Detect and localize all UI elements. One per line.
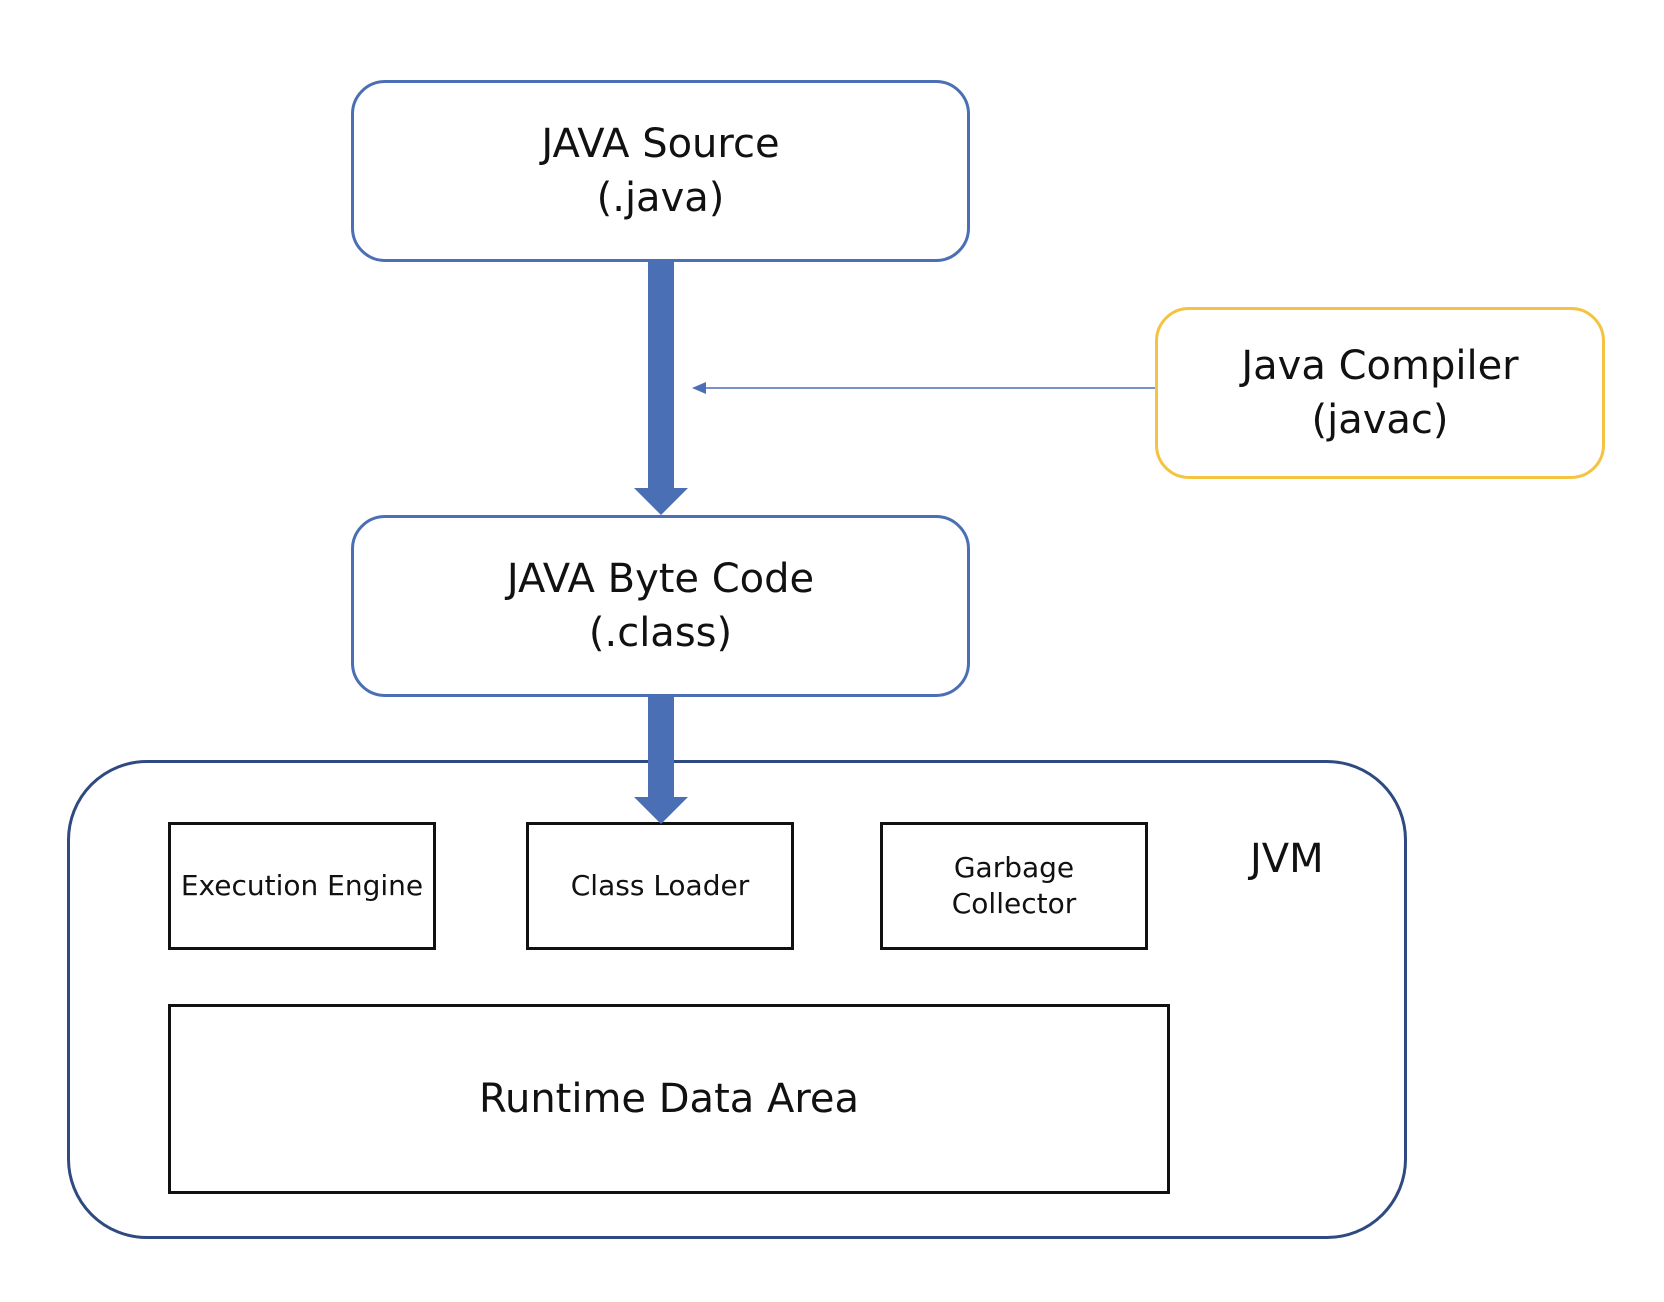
class-loader-box: Class Loader bbox=[526, 822, 794, 950]
java-compiler-title: Java Compiler bbox=[1241, 343, 1519, 389]
down-arrow-icon bbox=[634, 262, 688, 515]
runtime-data-area-box: Runtime Data Area bbox=[168, 1004, 1170, 1194]
garbage-collector-label-line2: Collector bbox=[951, 887, 1077, 920]
java-compiler-box: Java Compiler (javac) bbox=[1155, 307, 1605, 479]
garbage-collector-box: Garbage Collector bbox=[880, 822, 1148, 950]
java-source-extension: (.java) bbox=[596, 175, 725, 221]
java-source-box: JAVA Source (.java) bbox=[351, 80, 970, 262]
java-bytecode-extension: (.class) bbox=[588, 610, 733, 656]
java-source-title: JAVA Source bbox=[541, 121, 780, 167]
garbage-collector-label-line1: Garbage bbox=[953, 851, 1075, 884]
class-loader-label: Class Loader bbox=[570, 869, 750, 902]
left-arrow-icon bbox=[692, 382, 706, 394]
jvm-label: JVM bbox=[1250, 836, 1324, 882]
execution-engine-box: Execution Engine bbox=[168, 822, 436, 950]
java-bytecode-title: JAVA Byte Code bbox=[506, 556, 815, 602]
execution-engine-label: Execution Engine bbox=[180, 869, 424, 902]
jvm-container bbox=[67, 760, 1407, 1239]
java-bytecode-box: JAVA Byte Code (.class) bbox=[351, 515, 970, 697]
java-compiler-command: (javac) bbox=[1311, 397, 1449, 443]
runtime-data-area-label: Runtime Data Area bbox=[478, 1076, 860, 1122]
